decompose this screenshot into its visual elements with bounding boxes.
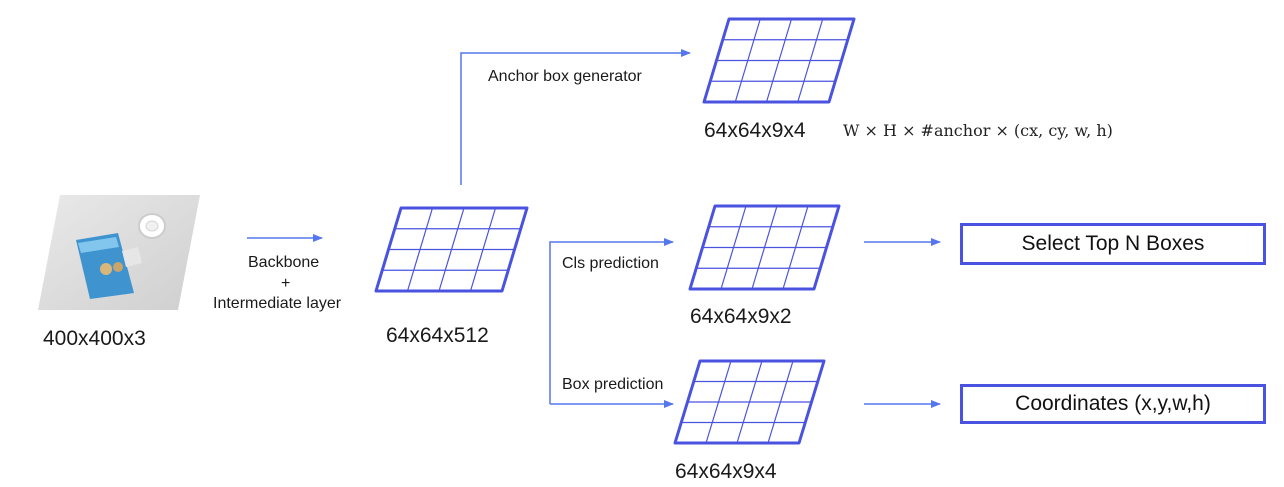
- box-dim-label: 64x64x9x4: [675, 460, 777, 483]
- plus-label: +: [281, 275, 291, 292]
- anchor-arrow: [460, 49, 691, 185]
- intermediate-layer-label: Intermediate layer: [213, 295, 342, 312]
- input-dim-label: 400x400x3: [43, 327, 146, 350]
- input-image: [38, 195, 200, 310]
- feature-map-grid: [374, 206, 529, 293]
- feature-map-dim-label: 64x64x512: [386, 324, 489, 347]
- anchor-formula: W × H × #anchor × (cx, cy, w, h): [843, 121, 1113, 140]
- select-top-n-boxes: Select Top N Boxes: [960, 223, 1266, 265]
- cls-dim-label: 64x64x9x2: [690, 305, 792, 328]
- anchor-grid: [702, 17, 856, 104]
- box-prediction-label: Box prediction: [562, 376, 664, 393]
- box-grid: [673, 359, 826, 445]
- cls-grid: [688, 204, 841, 291]
- backbone-label: Backbone: [248, 254, 320, 271]
- anchor-dim-label: 64x64x9x4: [704, 119, 806, 142]
- cls-arrow: [549, 238, 674, 404]
- anchor-box-generator-label: Anchor box generator: [488, 68, 642, 85]
- cls-prediction-label: Cls prediction: [562, 255, 659, 272]
- coordinates-output: Coordinates (x,y,w,h): [960, 384, 1266, 424]
